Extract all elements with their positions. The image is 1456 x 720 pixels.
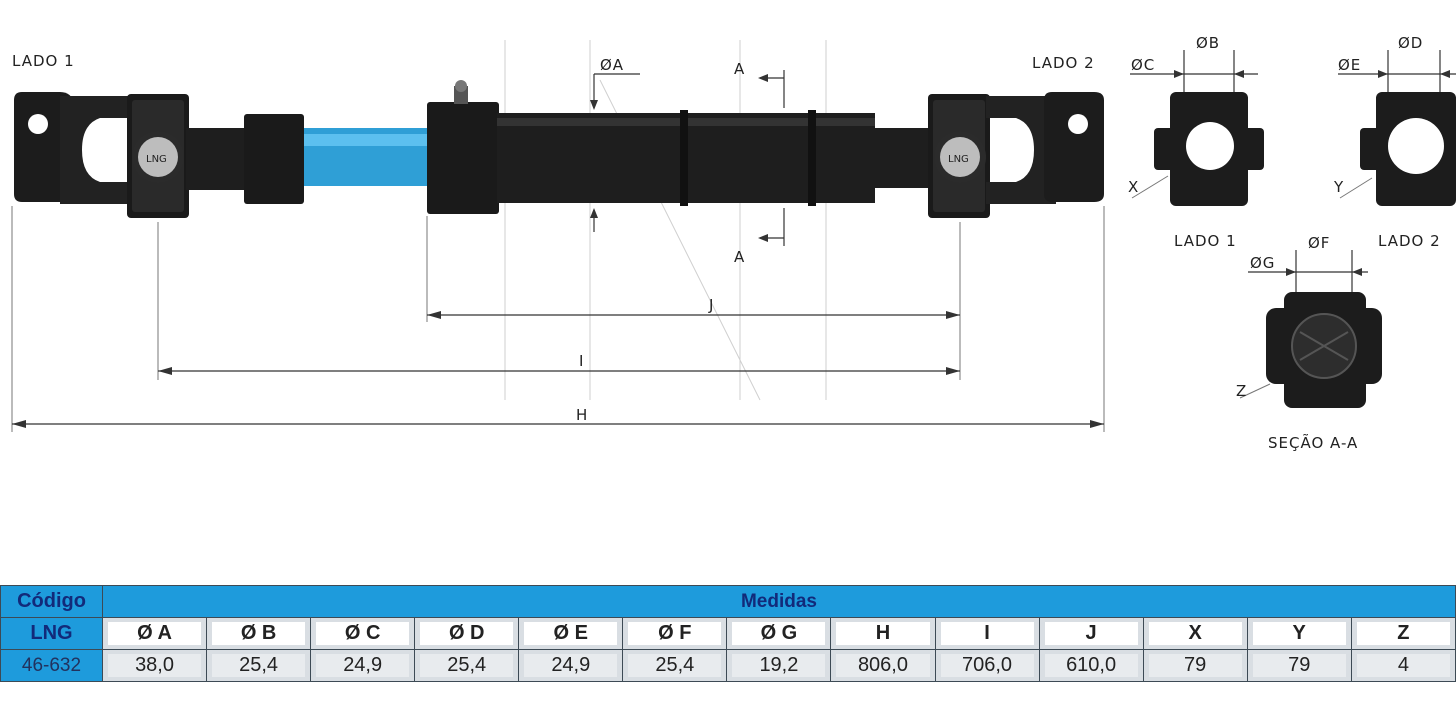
column-header-label: Z	[1356, 622, 1450, 645]
column-header: Ø A	[101, 617, 208, 650]
shaft-assembly	[186, 80, 934, 214]
cell-value: 79	[1252, 654, 1346, 677]
dim-a-marker	[590, 73, 640, 232]
section-title: SEÇÃO A-A	[1268, 433, 1358, 452]
table-row: 46-632 38,0 25,4 24,9 25,4 24,9 25,4 19,2 806,0…	[0, 649, 1456, 682]
medidas-header: Medidas	[102, 585, 1456, 618]
column-header: Ø D	[414, 617, 520, 650]
column-header-label: Ø G	[732, 622, 826, 645]
lado2-view-label: LADO 2	[1378, 232, 1441, 250]
column-header: Z	[1350, 617, 1456, 650]
column-header: Ø E	[518, 617, 624, 650]
lado1-top-label: LADO 1	[12, 52, 75, 70]
construction-lines	[504, 40, 827, 401]
table-cell: 25,4	[206, 649, 312, 682]
column-header-label: Ø D	[420, 622, 514, 645]
product-code: 46-632	[0, 649, 103, 682]
table-cell: 24,9	[518, 649, 624, 682]
column-header-label: Ø C	[316, 622, 410, 645]
dia-c-label: ØC	[1131, 56, 1155, 74]
cell-value: 806,0	[836, 654, 930, 677]
column-header: Ø B	[206, 617, 312, 650]
table-cell: 806,0	[830, 649, 936, 682]
column-header: I	[934, 617, 1040, 650]
lado1-end-view	[1130, 50, 1264, 206]
table-cell: 4	[1350, 649, 1456, 682]
column-header: H	[830, 617, 936, 650]
column-header-label: J	[1044, 622, 1138, 645]
callout-x-label: X	[1128, 178, 1139, 196]
cell-value: 610,0	[1044, 654, 1138, 677]
cell-value: 24,9	[316, 654, 410, 677]
section-a-markers	[758, 70, 785, 246]
length-dimensions	[11, 206, 1105, 432]
lado1-view-label: LADO 1	[1174, 232, 1237, 250]
spec-table: Código Medidas LNG Ø A Ø B Ø C Ø D Ø E Ø F Ø G…	[0, 585, 1456, 682]
column-header-label: Ø E	[524, 622, 618, 645]
column-header-label: Ø B	[212, 622, 306, 645]
column-header: Ø C	[310, 617, 416, 650]
dia-d-label: ØD	[1398, 34, 1423, 52]
column-header: Ø G	[726, 617, 832, 650]
dia-g-label: ØG	[1250, 254, 1275, 272]
dim-i-label: I	[579, 352, 584, 370]
right-yoke	[928, 92, 1104, 218]
column-header: J	[1038, 617, 1144, 650]
dia-f-label: ØF	[1308, 234, 1330, 252]
column-header-label: Y	[1252, 622, 1346, 645]
lado2-top-label: LADO 2	[1032, 54, 1095, 72]
column-header-label: H	[836, 622, 930, 645]
column-header-label: Ø A	[108, 622, 202, 645]
left-yoke	[14, 92, 189, 218]
table-cell: 79	[1142, 649, 1248, 682]
lado2-end-view	[1338, 50, 1456, 206]
column-header-label: Ø F	[628, 622, 722, 645]
table-cell: 79	[1246, 649, 1352, 682]
cell-value: 38,0	[108, 654, 202, 677]
section-a-top: A	[734, 60, 745, 78]
table-cell: 19,2	[726, 649, 832, 682]
column-header-label: X	[1148, 622, 1242, 645]
column-header: Y	[1246, 617, 1352, 650]
code-header: Código	[0, 585, 103, 618]
table-cell: 25,4	[622, 649, 728, 682]
dim-j-label: J	[708, 296, 714, 314]
cell-value: 19,2	[732, 654, 826, 677]
dim-h-label: H	[576, 406, 588, 424]
lng-right-label: LNG	[948, 154, 969, 165]
cell-value: 79	[1148, 654, 1242, 677]
cell-value: 25,4	[420, 654, 514, 677]
table-header-row: Código Medidas	[0, 585, 1456, 618]
code-subheader: LNG	[0, 617, 103, 650]
callout-y-label: Y	[1333, 178, 1344, 196]
dia-e-label: ØE	[1338, 56, 1361, 74]
table-cell: 25,4	[414, 649, 520, 682]
column-header: Ø F	[622, 617, 728, 650]
section-a-bottom: A	[734, 248, 745, 266]
lng-left-label: LNG	[146, 154, 167, 165]
cell-value: 4	[1356, 654, 1450, 677]
column-header: X	[1142, 617, 1248, 650]
cell-value: 706,0	[940, 654, 1034, 677]
cell-value: 24,9	[524, 654, 618, 677]
table-cell: 24,9	[310, 649, 416, 682]
dia-b-label: ØB	[1196, 34, 1220, 52]
driveshaft-drawing: LNG LNG LADO 1 LADO 2 ØA	[11, 34, 1456, 452]
dia-a-label: ØA	[600, 56, 624, 74]
column-header-label: I	[940, 622, 1034, 645]
table-cell: 706,0	[934, 649, 1040, 682]
table-cell: 610,0	[1038, 649, 1144, 682]
callout-z-label: Z	[1236, 382, 1247, 400]
table-cell: 38,0	[101, 649, 208, 682]
cell-value: 25,4	[628, 654, 722, 677]
section-aa-view	[1239, 250, 1382, 408]
cell-value: 25,4	[212, 654, 306, 677]
